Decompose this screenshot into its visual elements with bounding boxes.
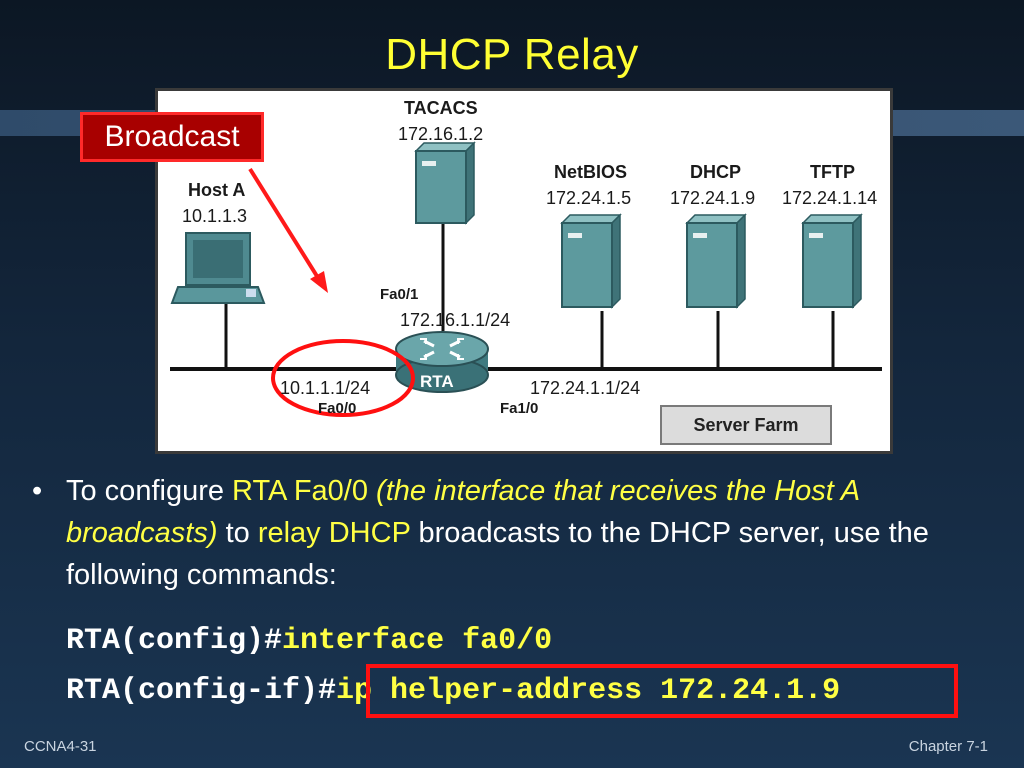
netbios-server-icon — [560, 213, 622, 309]
host-a-ip: 10.1.1.3 — [182, 206, 248, 226]
bullet-highlight-relay-dhcp: relay DHCP — [257, 517, 411, 549]
command-prompt: RTA(config-if)# — [66, 674, 337, 708]
fa1-0-ip: 172.24.1.1/24 — [530, 378, 641, 398]
fa0-0-label: Fa0/0 — [318, 400, 357, 417]
helper-address-highlight-box — [366, 664, 958, 718]
tacacs-name: TACACS — [404, 98, 478, 118]
command-text: interface fa0/0 — [282, 624, 553, 658]
router-label: RTA — [420, 372, 454, 391]
netbios-ip: 172.24.1.5 — [546, 188, 632, 208]
dhcp-ip: 172.24.1.9 — [670, 188, 756, 208]
router-rta-icon — [395, 331, 489, 393]
tftp-ip: 172.24.1.14 — [782, 188, 878, 208]
host-a-name: Host A — [188, 180, 246, 200]
slide-title: DHCP Relay — [385, 30, 639, 79]
footer-right: Chapter 7-1 — [908, 738, 988, 755]
tftp-name: TFTP — [810, 162, 855, 182]
host-a-computer-icon — [170, 232, 266, 304]
fa0-0-highlight-ellipse — [271, 339, 415, 417]
bullet-text-part: To configure — [66, 475, 233, 507]
command-prompt: RTA(config)# — [66, 624, 283, 658]
bullet-dot-icon: • — [32, 475, 43, 507]
dhcp-server-icon — [685, 213, 747, 309]
broadcast-arrow-head — [310, 271, 328, 293]
fa1-0-label: Fa1/0 — [500, 400, 539, 417]
bullet-text-part — [368, 475, 376, 507]
diagram-canvas — [170, 141, 882, 417]
bullet-highlight-interface-note: (the interface that receives the Host A … — [66, 475, 860, 549]
network-diagram: Host A 10.1.1.3 TACACS 172.16.1.2 NetBIO… — [155, 88, 893, 454]
broadcast-callout: Broadcast — [80, 112, 264, 162]
command-text: ip helper-address 172.24.1.9 — [336, 674, 841, 708]
server-farm-label: Server Farm — [660, 405, 832, 445]
tacacs-ip: 172.16.1.2 — [398, 124, 484, 144]
command-line-2: RTA(config-if)#ip helper-address 172.24.… — [66, 674, 840, 708]
tftp-server-icon — [801, 213, 863, 309]
footer-left: CCNA4-31 — [24, 738, 97, 755]
netbios-name: NetBIOS — [554, 162, 628, 182]
bullet-highlight-rta-fa00: RTA Fa0/0 — [232, 475, 368, 507]
fa0-0-ip: 10.1.1.1/24 — [280, 378, 371, 398]
dhcp-name: DHCP — [690, 162, 742, 182]
fa0-1-label: Fa0/1 — [380, 286, 419, 303]
fa0-1-ip: 172.16.1.1/24 — [400, 310, 511, 330]
tacacs-server-icon — [414, 141, 476, 225]
command-line-1: RTA(config)#interface fa0/0 — [66, 624, 552, 658]
bullet-text-part: broadcasts to the DHCP server, use the f… — [66, 517, 929, 591]
bullet-text: To configure RTA Fa0/0 (the interface th… — [66, 470, 1012, 596]
broadcast-arrow-line — [248, 167, 322, 283]
bullet-text-part: to — [217, 517, 258, 549]
